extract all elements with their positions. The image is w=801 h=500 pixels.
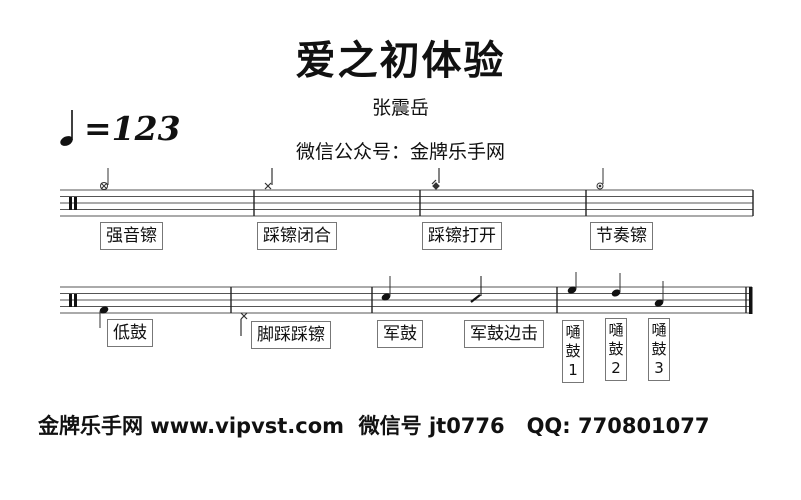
tom2-note-icon bbox=[611, 273, 621, 297]
staff-1-lines bbox=[60, 189, 753, 217]
snare-rimshot-note-icon bbox=[470, 276, 482, 303]
quarter-note-icon bbox=[58, 108, 84, 148]
label-ride-cymbal: 节奏镲 bbox=[590, 222, 653, 250]
crash-cymbal-note-icon bbox=[100, 168, 109, 190]
label-bass-drum: 低鼓 bbox=[107, 319, 153, 347]
ride-cymbal-note-icon bbox=[596, 168, 604, 190]
hihat-foot-note-icon bbox=[240, 312, 248, 336]
wechat-public-account: 微信公众号：金牌乐手网 bbox=[295, 141, 505, 163]
final-barline bbox=[749, 287, 753, 314]
hihat-closed-note-icon bbox=[264, 168, 273, 190]
footer-contact: 金牌乐手网 www.vipvst.com 微信号 jt0776 QQ: 7708… bbox=[38, 414, 710, 438]
label-hihat-open: 踩镲打开 bbox=[422, 222, 502, 250]
snare-note-icon bbox=[381, 276, 391, 301]
label-hihat-foot: 脚踩踩镲 bbox=[251, 321, 331, 349]
tom1-note-icon bbox=[567, 272, 577, 294]
tempo-bpm: =123 bbox=[84, 109, 181, 148]
label-tom-3: 嗵 鼓 3 bbox=[648, 318, 670, 381]
tempo-marking: =123 bbox=[58, 108, 181, 148]
staff-2-lines bbox=[60, 286, 752, 314]
label-tom-2: 嗵 鼓 2 bbox=[605, 318, 627, 381]
label-tom-1: 嗵 鼓 1 bbox=[562, 320, 584, 383]
label-hihat-closed: 踩镲闭合 bbox=[257, 222, 337, 250]
percussion-clef-icon bbox=[69, 197, 72, 210]
bass-drum-note-icon bbox=[99, 306, 109, 328]
page-title: 爱之初体验 bbox=[295, 38, 506, 84]
tom3-note-icon bbox=[654, 281, 664, 307]
label-snare: 军鼓 bbox=[377, 320, 423, 348]
percussion-clef-icon bbox=[69, 294, 72, 307]
label-snare-rim: 军鼓边击 bbox=[464, 320, 544, 348]
composer: 张震岳 bbox=[371, 97, 429, 119]
label-crash-cymbal: 强音镲 bbox=[100, 222, 163, 250]
hihat-open-note-icon bbox=[431, 168, 440, 190]
